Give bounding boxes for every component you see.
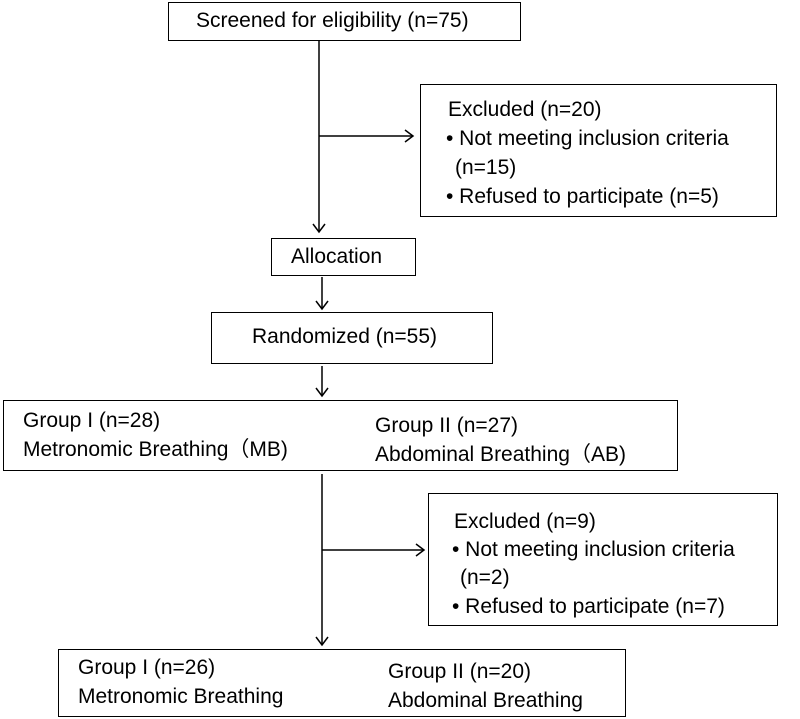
excluded-1-box: [420, 84, 777, 217]
arrowhead-excluded-1: [404, 129, 415, 143]
group-2-analyzed-title: Group II (n=20): [388, 660, 531, 683]
allocation-box: [271, 238, 416, 276]
excluded-2-bullet-2: • Refused to participate (n=7): [452, 595, 725, 618]
groups-allocated-box: [3, 400, 678, 471]
group-1-allocated-desc: Metronomic Breathing（MB): [23, 438, 288, 461]
arrowhead-analyzed: [315, 636, 329, 647]
arrowhead-excluded-2: [415, 543, 426, 557]
arrowhead-allocation: [312, 223, 326, 234]
group-2-analyzed-desc: Abdominal Breathing: [388, 689, 583, 712]
group-2-allocated-desc: Abdominal Breathing（AB): [375, 443, 626, 466]
excluded-2-bullet-1: • Not meeting inclusion criteria: [452, 538, 735, 561]
randomized-label: Randomized (n=55): [252, 325, 438, 348]
excluded-1-bullet-1: • Not meeting inclusion criteria: [446, 127, 729, 150]
allocation-label: Allocation: [291, 245, 383, 268]
excluded-2-box: [428, 493, 778, 626]
arrowhead-groups: [315, 387, 329, 398]
group-2-allocated-title: Group II (n=27): [375, 414, 518, 437]
excluded-2-title: Excluded (n=9): [454, 510, 596, 533]
screening-label: Screened for eligibility (n=75): [196, 9, 469, 32]
group-1-analyzed-desc: Metronomic Breathing: [78, 685, 284, 708]
excluded-1-bullet-2: • Refused to participate (n=5): [446, 185, 719, 208]
screening-box: [168, 2, 521, 41]
arrowhead-randomized: [315, 300, 329, 311]
group-1-analyzed-title: Group I (n=26): [78, 656, 216, 679]
excluded-2-bullet-1-count: (n=2): [460, 566, 510, 589]
excluded-1-title: Excluded (n=20): [448, 98, 602, 121]
group-1-allocated-title: Group I (n=28): [23, 409, 161, 432]
excluded-1-bullet-1-count: (n=15): [455, 156, 517, 179]
randomized-box: [211, 312, 493, 364]
groups-analyzed-box: [58, 649, 626, 717]
